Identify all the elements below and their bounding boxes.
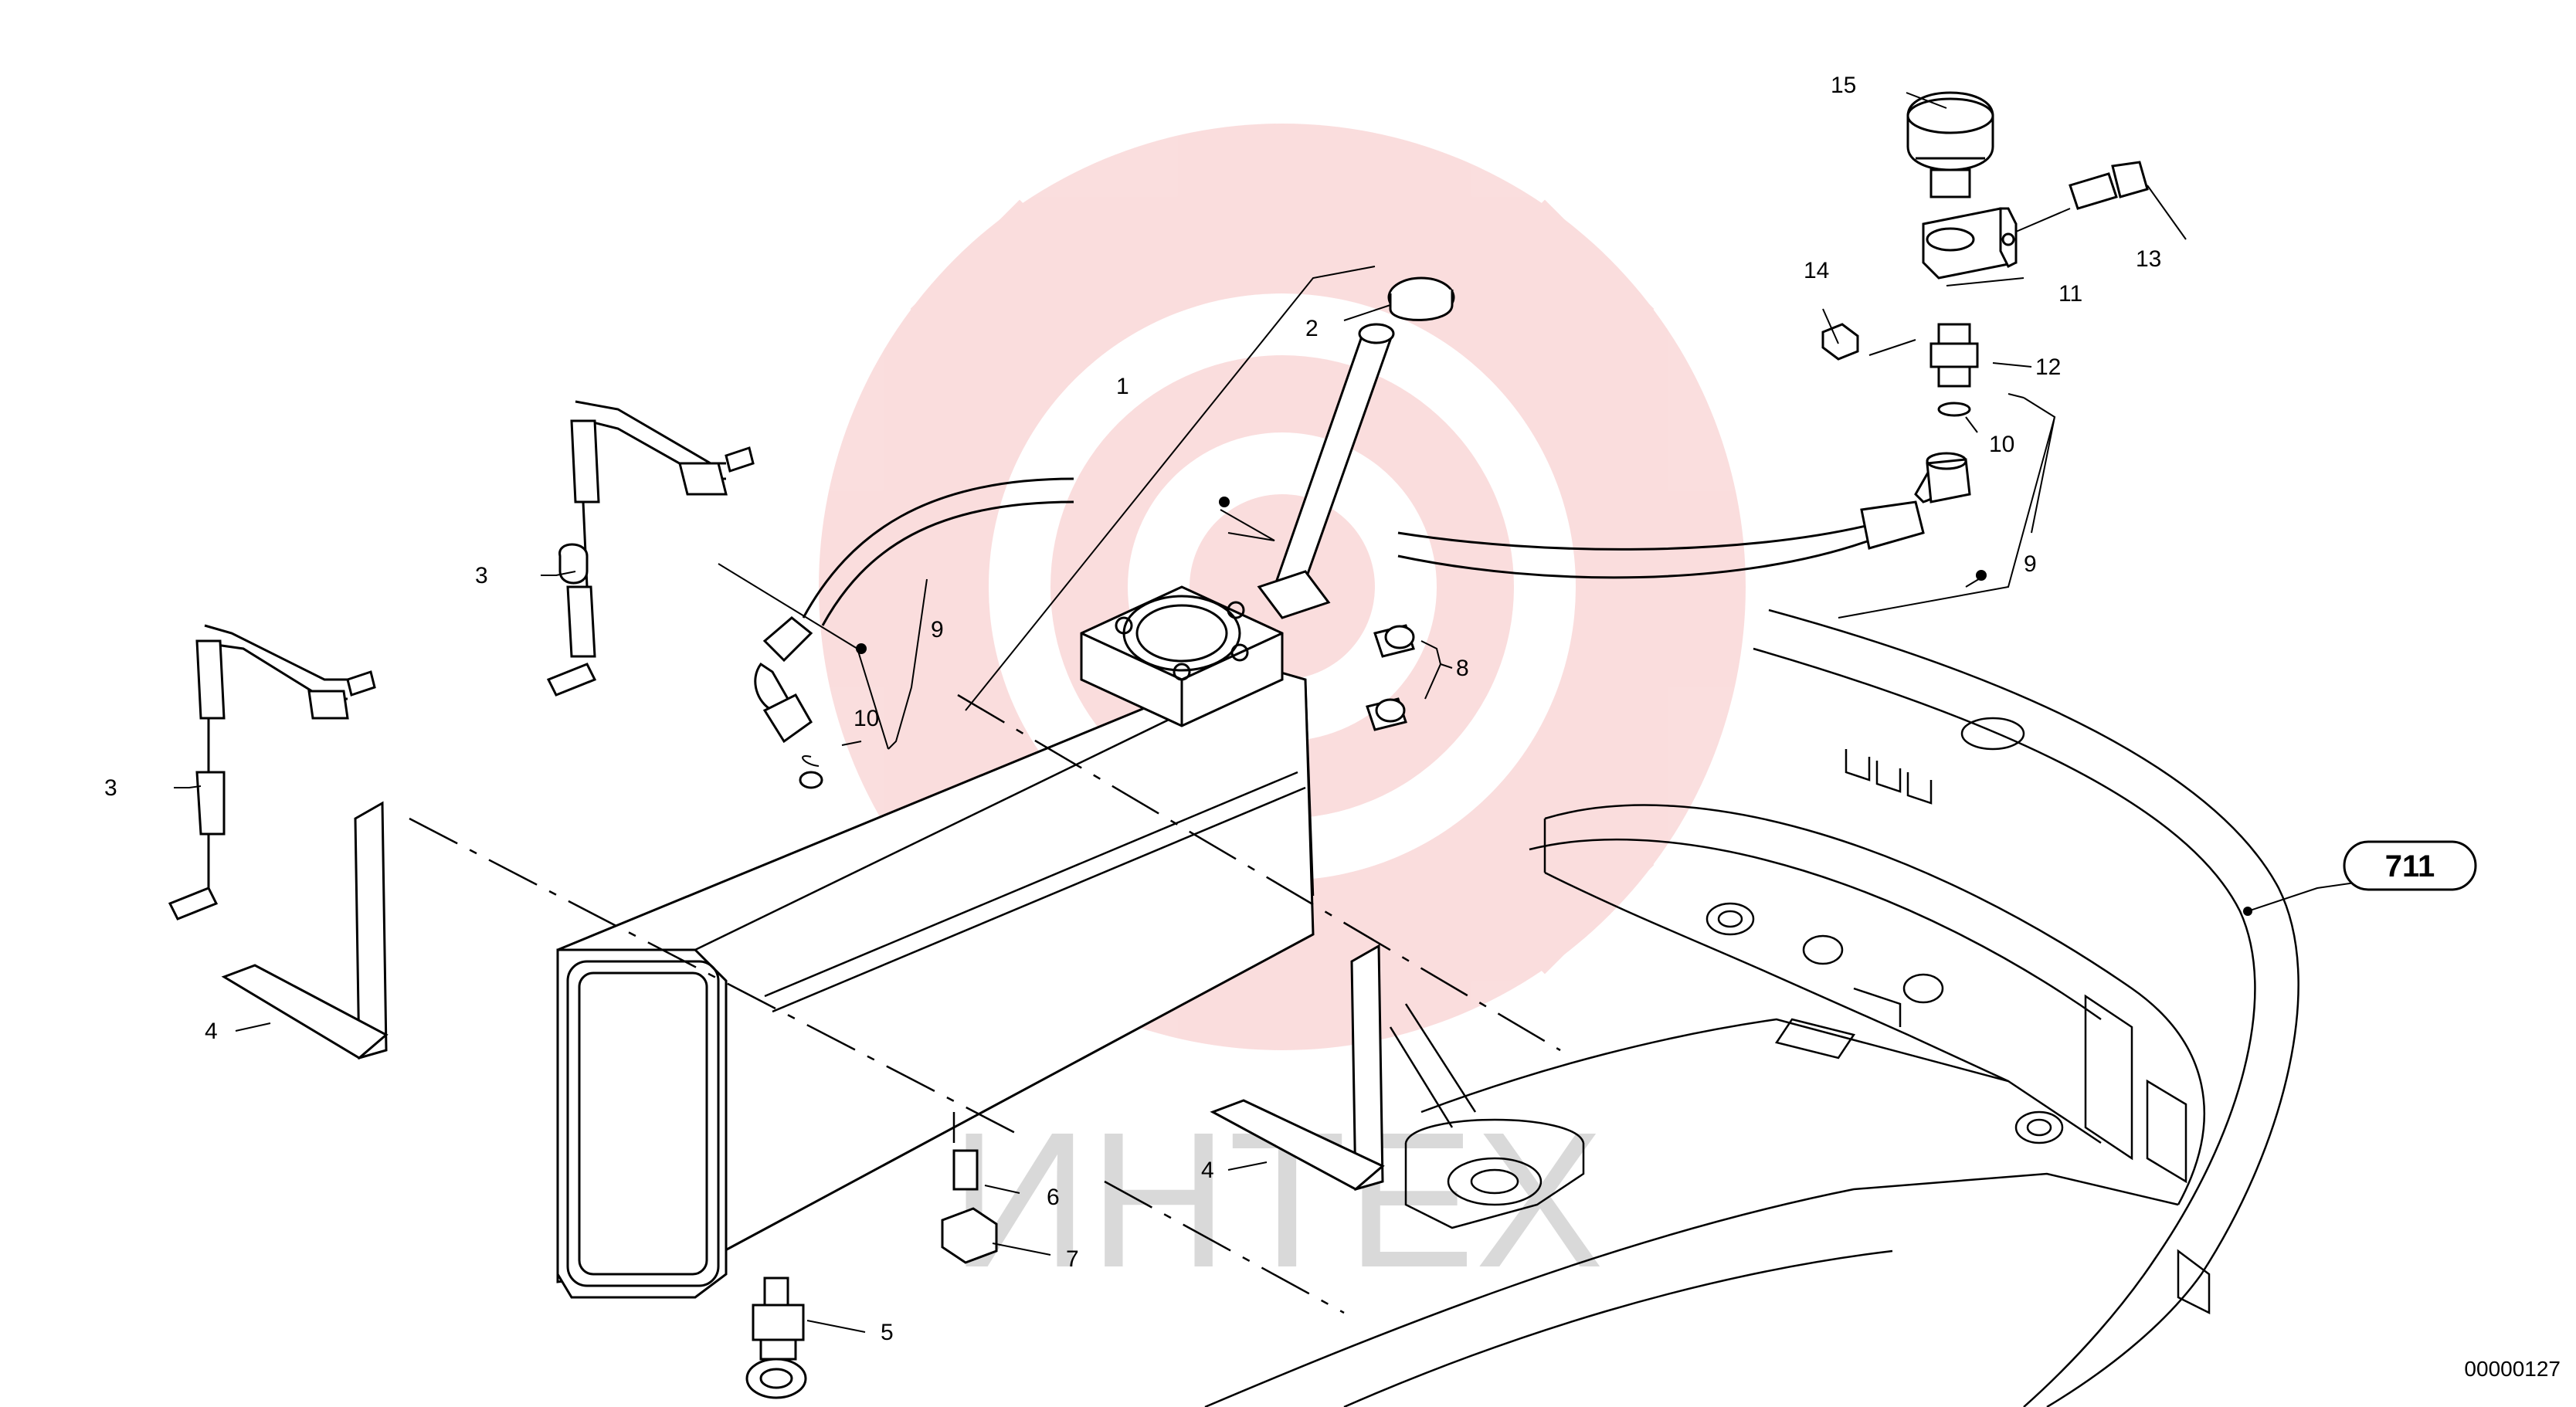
callout-5: 5 [881,1320,894,1345]
callout-10-right: 10 [1989,432,2014,457]
callout-2: 2 [1305,316,1319,341]
o-ring-10-right [1937,402,1971,417]
callout-9-left: 9 [931,617,944,642]
filler-flange [1080,585,1284,727]
callout-14: 14 [1804,258,1829,283]
callout-3-lower: 3 [104,775,117,801]
callout-12: 12 [2035,354,2061,380]
callout-11: 11 [2058,281,2082,307]
clamp-3-upper [546,400,755,697]
fuel-hose-right [1397,452,1971,579]
callout-7: 7 [1066,1246,1079,1272]
bracket [1922,207,2018,280]
filler-pipe [1257,276,1455,619]
chassis-frame [1204,609,2299,1407]
callout-6: 6 [1047,1185,1060,1210]
bolt [2069,161,2149,210]
clamp-3-lower [168,624,376,920]
plug-8-upper [1373,624,1415,658]
breather-cap [1906,91,1994,198]
fitting-12 [1929,323,1979,388]
callout-8: 8 [1456,656,1469,681]
bullet-markers [856,497,2252,916]
nut-14 [1821,323,1859,361]
callout-15: 15 [1831,73,1856,98]
nut-7 [941,1207,998,1264]
callout-9-right: 9 [2024,551,2037,577]
callout-10-left: 10 [854,706,879,731]
o-ring-10-left [802,755,820,767]
drawing-number: 00000127 [2464,1357,2561,1381]
fitting-6 [952,1149,979,1191]
callout-3-upper: 3 [475,563,488,588]
callout-13: 13 [2136,246,2161,272]
callout-4-right: 4 [1201,1158,1214,1183]
fuel-hose-left [754,477,1074,789]
callout-labels: 1 2 3 3 4 4 5 6 7 8 9 9 10 10 11 12 13 1… [104,73,2161,1345]
center-lines [409,693,1561,1314]
drain-valve-5 [745,1276,807,1399]
leader-lines [174,92,2372,1333]
callout-4-left: 4 [205,1019,218,1044]
strap-4-right [1210,944,1385,1191]
reference-group-label: 711 [2385,849,2435,883]
reference-badge-711[interactable]: 711 [2343,840,2477,891]
callout-1: 1 [1116,374,1129,399]
strap-4-left [221,801,389,1059]
plug-8-lower [1366,697,1407,731]
